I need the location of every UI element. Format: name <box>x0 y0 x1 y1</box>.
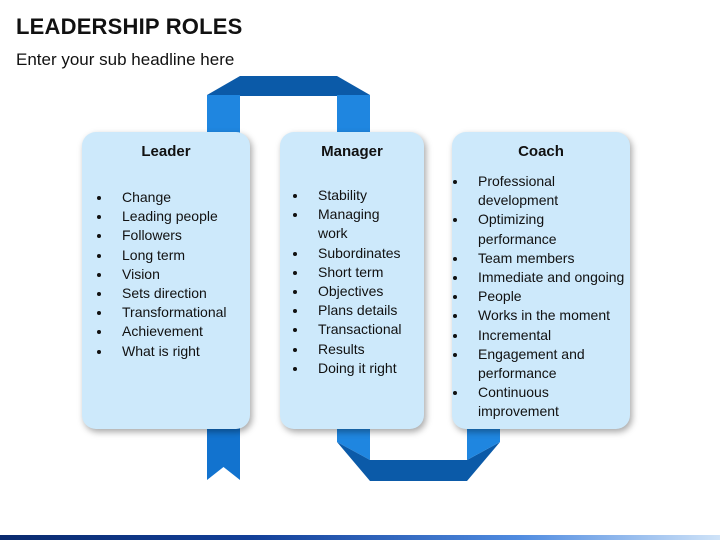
ribbon-top-right-fold <box>337 76 370 95</box>
list-item: Optimizing performance <box>452 210 588 248</box>
list-item: Continuous improvement <box>452 383 578 421</box>
list-item: Plans details <box>292 301 420 320</box>
list-item: Stability <box>292 186 420 205</box>
list-item: Achievement <box>96 322 246 341</box>
bottom-accent-bar <box>0 535 720 540</box>
ribbon-top-right-post <box>337 95 370 135</box>
slide-title: LEADERSHIP ROLES <box>16 14 243 39</box>
manager-card: Manager Stability Managing work Subordin… <box>280 132 424 429</box>
list-item: Leading people <box>96 207 246 226</box>
ribbon-top-left-fold <box>207 76 240 95</box>
list-item: What is right <box>96 342 246 361</box>
ribbon-tail-left <box>207 420 240 480</box>
ribbon-bottom-right-post <box>467 420 500 460</box>
list-item: Followers <box>96 226 246 245</box>
list-item: Short term <box>292 263 420 282</box>
list-item: Subordinates <box>292 244 420 263</box>
ribbon-bottom-bar <box>370 460 467 481</box>
list-item: People <box>452 287 630 306</box>
slide-subtitle: Enter your sub headline here <box>16 50 235 69</box>
leader-card-title: Leader <box>141 143 191 160</box>
list-item: Team members <box>452 249 630 268</box>
ribbon-bottom-left-post <box>337 420 370 460</box>
ribbon-top-bar <box>240 76 337 96</box>
list-item: Works in the moment <box>452 306 630 325</box>
list-item: Results <box>292 340 420 359</box>
coach-list: Professional development Optimizing perf… <box>452 172 630 422</box>
ribbon-bottom-left-fold <box>337 442 370 481</box>
list-item: Transactional <box>292 320 420 339</box>
list-item: Sets direction <box>96 284 246 303</box>
list-item: Objectives <box>292 282 420 301</box>
list-item: Incremental <box>452 326 630 345</box>
list-item: Engagement and performance <box>452 345 598 383</box>
leader-card: Leader Change Leading people Followers L… <box>82 132 250 429</box>
list-item: Doing it right <box>292 359 420 378</box>
ribbon-bottom-right-fold <box>467 442 500 481</box>
list-item: Vision <box>96 265 246 284</box>
list-item: Professional development <box>452 172 578 210</box>
list-item: Immediate and ongoing <box>452 268 630 287</box>
manager-list: Stability Managing work Subordinates Sho… <box>292 186 420 378</box>
coach-card: Coach Professional development Optimizin… <box>452 132 630 429</box>
ribbon-top-left-post <box>207 95 240 135</box>
coach-card-title: Coach <box>518 143 564 160</box>
list-item: Transformational <box>96 303 246 322</box>
list-item: Change <box>96 188 246 207</box>
leader-list: Change Leading people Followers Long ter… <box>96 188 246 361</box>
list-item: Long term <box>96 246 246 265</box>
list-item: Managing work <box>292 205 382 243</box>
manager-card-title: Manager <box>321 143 383 160</box>
